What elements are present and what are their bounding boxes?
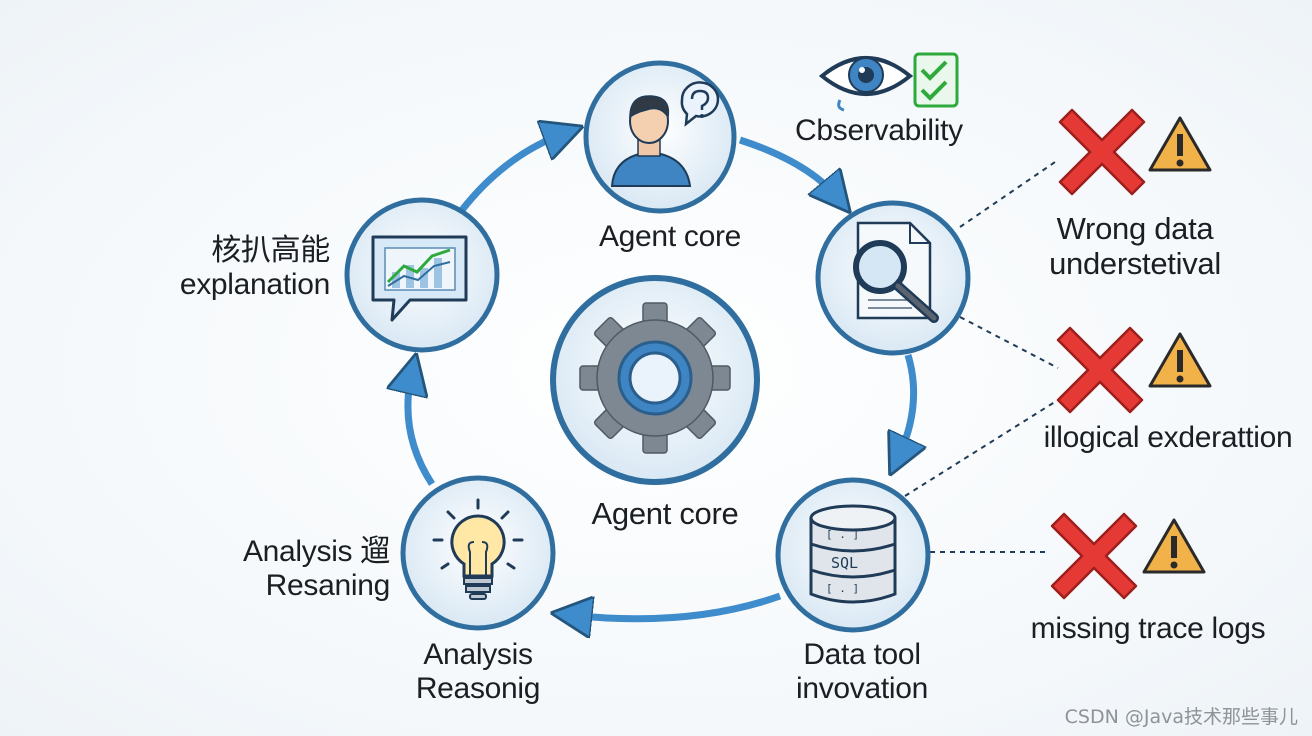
issue-marker-3 — [1050, 512, 1206, 600]
lightbulb-icon — [432, 498, 524, 600]
issue-label-1-line1: Wrong data — [1056, 211, 1214, 246]
question-bubble-icon — [680, 81, 720, 127]
observability-icon — [818, 52, 959, 112]
center-node — [550, 275, 760, 485]
warning-icon — [1142, 518, 1206, 574]
warning-icon — [1148, 116, 1212, 172]
arrow-right-to-bottom-right — [898, 353, 914, 458]
issue-label-1: Wrong data understetival — [1020, 211, 1250, 281]
bottom-left-node-label-line2: Reasonig — [415, 671, 541, 705]
bottom-left-node-label-line1: Analysis — [423, 638, 533, 671]
right-node — [815, 200, 971, 356]
issue-marker-2 — [1056, 326, 1212, 414]
cycle-arrows — [408, 133, 914, 619]
arrow-left-to-top — [459, 133, 565, 213]
left-node-label: 核扒高能 explanation — [120, 234, 330, 301]
left-node — [344, 197, 500, 353]
connector-middle-issue-b — [904, 399, 1059, 497]
top-node — [583, 60, 737, 214]
document-search-icon — [853, 221, 939, 323]
chart-report-icon — [371, 235, 468, 322]
bottom-left-side-label-line1: Analysis 遛 — [242, 535, 390, 568]
arrow-bottom-right-to-bottom-left — [570, 592, 782, 619]
issue-label-2: illogical exderattion — [1043, 421, 1293, 454]
top-node-label: Agent core — [598, 220, 742, 253]
bottom-left-side-label-line2: Resaning — [265, 568, 391, 602]
warning-icon — [1148, 332, 1212, 388]
cross-icon — [1058, 108, 1146, 196]
left-node-label-line1: 核扒高能 — [211, 234, 330, 267]
svg-text:[ . ]: [ . ] — [826, 528, 859, 541]
svg-text:[ . ]: [ . ] — [826, 582, 859, 595]
checklist-icon — [913, 52, 959, 108]
bottom-right-node-label-line2: invovation — [795, 671, 929, 705]
observability-label: Cbservability — [795, 114, 963, 147]
left-node-label-line2: explanation — [179, 267, 330, 301]
database-icon: [ . ] [ . ] SQL — [809, 504, 897, 604]
arrow-top-to-right — [738, 136, 838, 198]
cross-icon — [1050, 512, 1138, 600]
bottom-left-node — [400, 475, 556, 631]
issue-marker-1 — [1058, 108, 1212, 196]
bottom-left-node-label: Analysis Reasonig — [378, 638, 578, 705]
gear-icon — [579, 302, 731, 454]
arrow-bottom-left-to-left — [408, 372, 435, 486]
dashed-connectors — [904, 159, 1059, 553]
bottom-right-node-label-line1: Data tool — [803, 638, 921, 671]
cross-icon — [1056, 326, 1144, 414]
bottom-right-node-label: Data tool invovation — [762, 638, 962, 705]
issue-label-3: missing trace logs — [1030, 612, 1266, 645]
issue-label-1-line2: understetival — [1049, 245, 1221, 281]
watermark: CSDN @Java技术那些事儿 — [1064, 706, 1298, 728]
connector-middle-issue-a — [959, 316, 1059, 369]
bottom-left-side-label: Analysis 遛 Resaning — [180, 535, 390, 602]
center-node-label: Agent core — [591, 496, 739, 531]
sql-label: SQL — [831, 554, 858, 572]
user-question-icon — [610, 81, 720, 187]
bottom-right-node: [ . ] [ . ] SQL — [775, 477, 931, 633]
